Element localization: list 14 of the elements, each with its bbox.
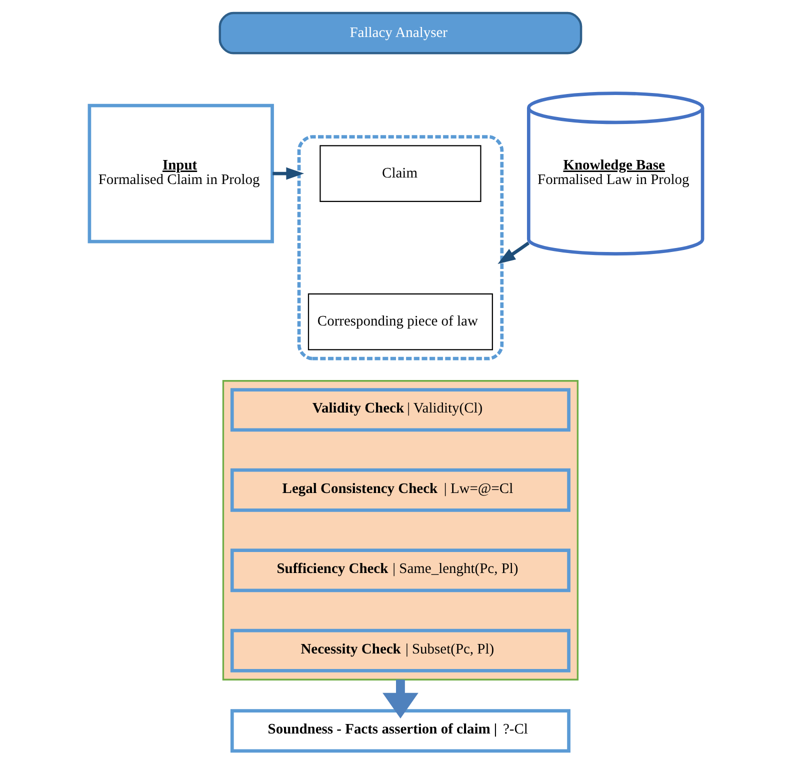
node-box: Necessity Check | Subset(Pc, Pl) — [230, 628, 570, 672]
cluster — [296, 135, 504, 360]
node-box: Fallacy Analyser — [218, 12, 582, 54]
node-box: Sufficiency Check | Same_lenght(Pc, Pl) — [230, 548, 570, 592]
node-box: Soundness - Facts assertion of claim | ?-Cl — [230, 709, 570, 753]
node-box: Legal Consistency Check | Lw=@=Cl — [230, 468, 570, 512]
arrow — [382, 680, 418, 718]
node-box: Corresponding piece of law — [307, 293, 492, 350]
node-box: Validity Check | Validity(Cl) — [230, 388, 570, 432]
arrow — [272, 167, 304, 180]
arrow — [497, 242, 530, 264]
node-box: Input Formalised Claim in Prolog — [87, 104, 274, 244]
node-box: Claim — [319, 145, 481, 202]
cluster — [222, 380, 578, 680]
